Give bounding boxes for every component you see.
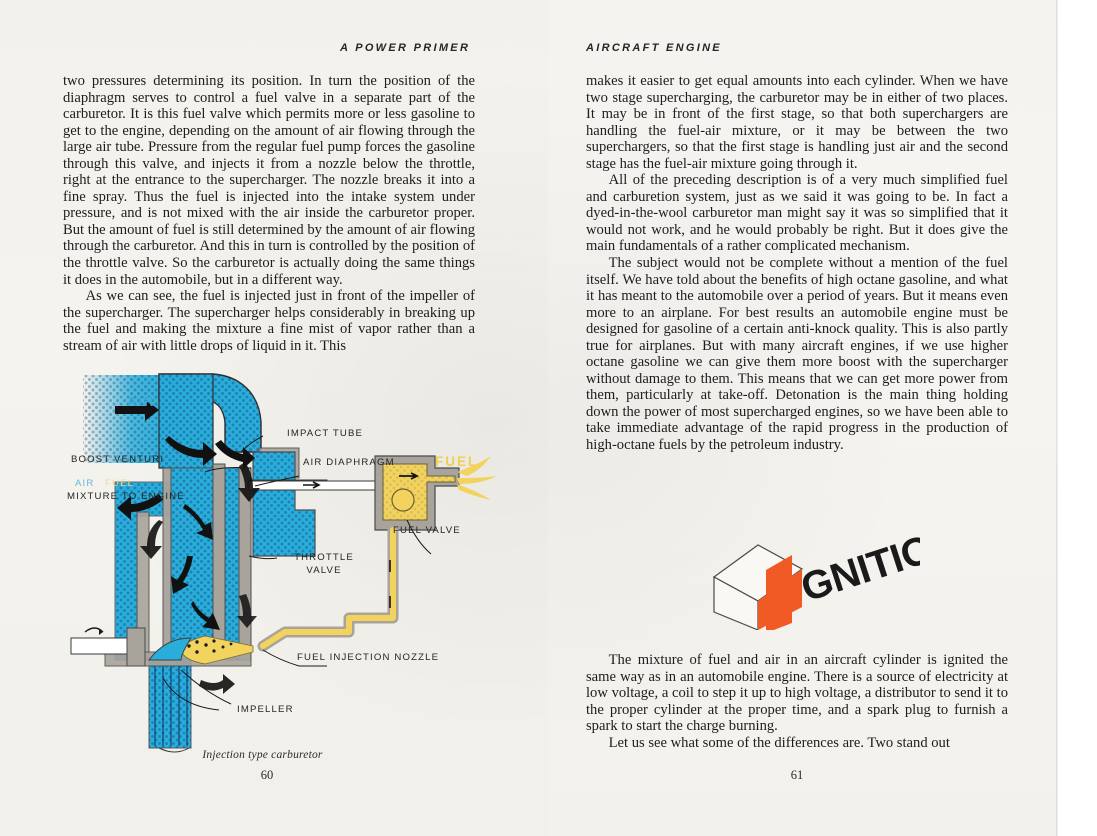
- ignition-letter-i: [766, 555, 792, 633]
- throttle-valve-line-2: VALVE: [306, 564, 342, 576]
- running-head-right: AIRCRAFT ENGINE: [586, 42, 722, 54]
- injection-carburetor-figure: AIR BOOST VENTURI AIR FUEL MIXTURE TO EN…: [63, 360, 523, 760]
- fuel-spray-icon: [457, 456, 497, 500]
- throttle-valve-line-1: THROTTLE: [294, 552, 354, 563]
- diagram-label-impact-tube: IMPACT TUBE: [287, 428, 364, 439]
- diagram-label-mixture-fuel: FUEL: [105, 478, 135, 489]
- running-head-left: A POWER PRIMER: [340, 42, 471, 54]
- right-page-body-text-top: makes it easier to get equal amounts int…: [586, 73, 1008, 454]
- fuel-line: [257, 524, 399, 652]
- label-leader-lines: [162, 435, 432, 711]
- figure-caption: Injection type carburetor: [202, 749, 323, 761]
- impeller-assembly: [70, 627, 192, 753]
- ignition-wordmark: GNITION: [796, 518, 965, 610]
- ignition-logo-svg: GNITION: [712, 518, 965, 633]
- ignition-logo: GNITION: [700, 515, 965, 633]
- paragraph: Let us see what some of the differences …: [608, 734, 950, 751]
- diagram-label-throttle-valve: THROTTLE VALVE: [285, 552, 363, 577]
- ignition-wordmark-text: GNITION: [796, 518, 920, 610]
- diagram-label-fuel: FUEL: [435, 454, 479, 469]
- diagram-label-fuel-valve: FUEL VALVE: [393, 525, 461, 536]
- diagram-label-mixture-to-engine: MIXTURE TO ENGINE: [67, 491, 185, 502]
- left-page-body-text: two pressures determining its position. …: [63, 73, 475, 354]
- page-edge-shadow: [1056, 0, 1058, 836]
- right-page: [548, 0, 1058, 836]
- diagram-label-boost-venturi: BOOST VENTURI: [71, 454, 165, 465]
- paragraph: The mixture of fuel and air in an aircra…: [586, 652, 1008, 735]
- carburetor-diagram-svg: [70, 373, 497, 753]
- diagram-label-air: AIR: [127, 394, 156, 409]
- fuel-valve-assembly: [374, 455, 460, 531]
- paragraph: makes it easier to get equal amounts int…: [586, 73, 1008, 172]
- airflow-arrows: [115, 399, 260, 694]
- incoming-air-cloud: [83, 375, 173, 463]
- diagram-label-air-diaphragm: AIR DIAPHRAGM: [303, 457, 395, 468]
- paragraph: As we can see, the fuel is injected just…: [63, 288, 475, 354]
- diagram-label-fuel-injection-nozzle: FUEL INJECTION NOZZLE: [297, 652, 440, 663]
- paragraph: The subject would not be complete withou…: [586, 255, 1008, 454]
- diagram-label-impeller: IMPELLER: [237, 704, 294, 715]
- right-page-body-text-bottom: The mixture of fuel and air in an aircra…: [586, 652, 1008, 751]
- diagram-label-mixture-air: AIR: [75, 478, 95, 489]
- paragraph: All of the preceding description is of a…: [586, 172, 1008, 255]
- scan-white-margin: [1058, 0, 1097, 836]
- folio-right: 61: [790, 768, 804, 782]
- paragraph: two pressures determining its position. …: [63, 73, 475, 288]
- folio-left: 60: [260, 768, 274, 782]
